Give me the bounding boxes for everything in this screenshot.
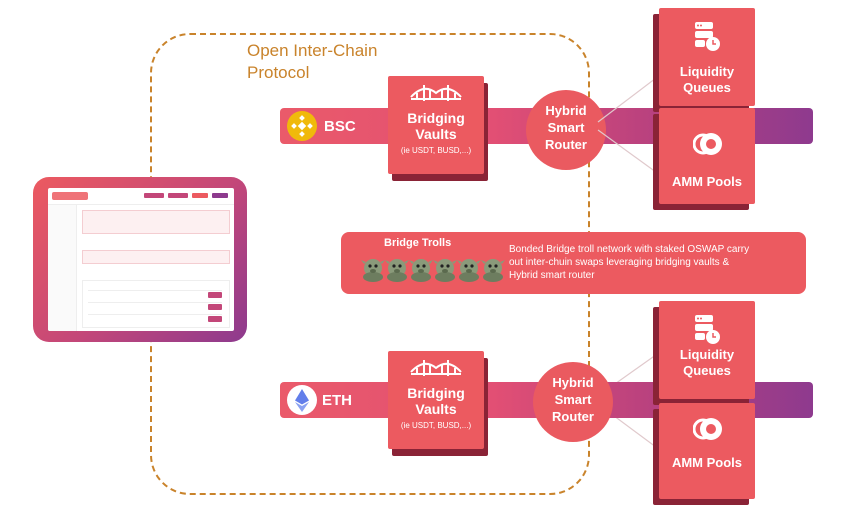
bsc-vaults-title: Bridging Vaults: [388, 110, 484, 142]
bsc-amm-pools-card: AMM Pools: [659, 108, 755, 204]
eth-router-line1: Hybrid: [552, 375, 594, 390]
eth-label: ETH: [322, 392, 352, 409]
bridge-trolls-desc-line2: out inter-chuin swaps leveraging bridgin…: [509, 257, 730, 268]
bsc-router-line1: Hybrid: [545, 103, 587, 118]
queue-icon: [695, 22, 721, 52]
bridge-icon: [409, 81, 463, 105]
eth-vaults-subtitle: (ie USDT, BUSD,...): [400, 421, 472, 430]
app-logo: [52, 192, 88, 200]
app-swap-panel: [82, 210, 230, 234]
bridge-trolls-desc-line3: Hybrid smart router: [509, 270, 595, 281]
eth-hybrid-smart-router: Hybrid Smart Router: [533, 362, 613, 442]
bsc-label: BSC: [324, 118, 356, 135]
queue-icon: [695, 315, 721, 345]
eth-vaults-title-line2: Vaults: [415, 401, 457, 417]
bridge-trolls-desc-line1: Bonded Bridge troll network with staked …: [509, 244, 750, 255]
eth-liquidity-line1: Liquidity: [679, 347, 735, 362]
bsc-vaults-subtitle: (ie USDT, BUSD,...): [400, 146, 472, 155]
eth-vaults-title-line1: Bridging: [407, 385, 465, 401]
app-screenshot: [48, 188, 234, 331]
bsc-liquidity-line2: Queues: [683, 80, 731, 95]
bsc-vaults-title-line1: Bridging: [407, 110, 465, 126]
bnb-icon: [287, 111, 317, 141]
bsc-liquidity-queues-card: Liquidity Queues: [659, 8, 755, 106]
bsc-liquidity-line1: Liquidity: [679, 64, 735, 79]
app-table: [82, 280, 230, 328]
protocol-title-line1: Open Inter-Chain: [247, 41, 378, 60]
eth-amm-pools-card: AMM Pools: [659, 403, 755, 499]
eth-liquidity-line2: Queues: [683, 363, 731, 378]
bsc-router-line3: Router: [545, 137, 587, 152]
bridge-trolls-description: Bonded Bridge troll network with staked …: [509, 243, 799, 282]
eth-amm-pools-label: AMM Pools: [671, 455, 743, 470]
ethereum-icon: [287, 385, 317, 415]
eth-router-line2: Smart: [554, 392, 592, 407]
bsc-bridging-vaults-card: Bridging Vaults (ie USDT, BUSD,...): [388, 76, 484, 174]
bsc-hybrid-smart-router: Hybrid Smart Router: [526, 90, 606, 170]
eth-bridging-vaults-card: Bridging Vaults (ie USDT, BUSD,...): [388, 351, 484, 449]
bsc-amm-pools-label: AMM Pools: [671, 174, 743, 189]
eth-router-line3: Router: [552, 409, 594, 424]
pool-icon: [692, 417, 723, 441]
protocol-title-line2: Protocol: [247, 63, 310, 82]
troll-icon: [361, 257, 505, 283]
bridge-icon: [409, 356, 463, 380]
app-sidebar: [48, 205, 77, 331]
bsc-router-line2: Smart: [547, 120, 585, 135]
bridge-trolls-title: Bridge Trolls: [384, 237, 452, 249]
protocol-title: Open Inter-Chain Protocol: [247, 40, 377, 84]
bridge-trolls-box: Bridge Trolls Bonded Bridge troll networ…: [341, 232, 806, 294]
pool-icon: [692, 132, 723, 156]
eth-liquidity-queues-card: Liquidity Queues: [659, 301, 755, 399]
bsc-vaults-title-line2: Vaults: [415, 126, 457, 142]
